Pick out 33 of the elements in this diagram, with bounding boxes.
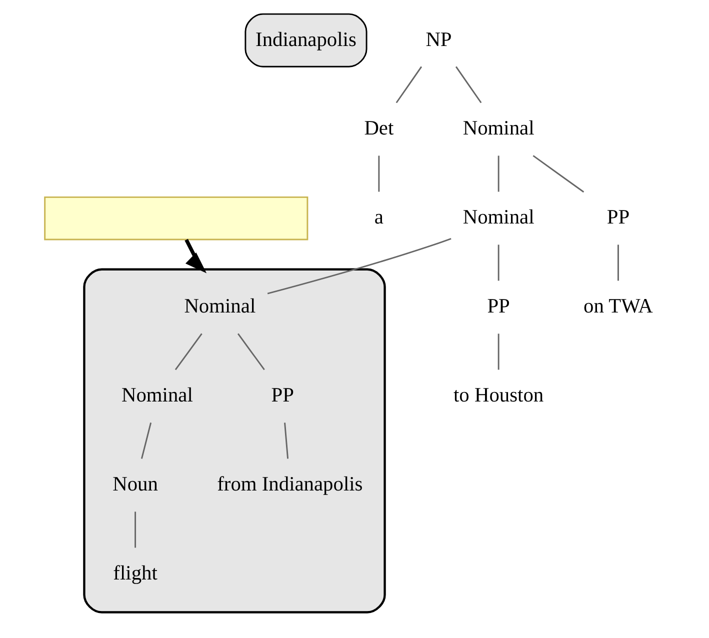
- node-text: Nominal: [184, 296, 256, 318]
- connector: [498, 156, 500, 192]
- cluster: [83, 268, 386, 614]
- node-text: flight: [113, 562, 158, 585]
- node-text: on TWA: [584, 296, 653, 318]
- node-text: from Indianapolis: [217, 474, 363, 496]
- connector: [532, 155, 584, 193]
- node-text: a: [374, 206, 384, 229]
- connector: [498, 334, 500, 370]
- node-box: Indianapolis: [244, 13, 368, 68]
- connector: [267, 238, 452, 294]
- node-box: [44, 196, 308, 240]
- node-text: PP: [487, 296, 510, 318]
- node-text: Nominal: [462, 118, 534, 140]
- node-text: Nominal: [462, 206, 534, 229]
- connector: [617, 244, 619, 281]
- node-text: Det: [364, 118, 394, 140]
- node-text: Nominal: [121, 384, 193, 407]
- connector: [174, 333, 202, 370]
- node-text: Noun: [112, 474, 158, 496]
- connector: [284, 422, 289, 459]
- connector: [455, 66, 482, 104]
- arrow: [184, 238, 207, 274]
- connector: [134, 512, 136, 548]
- connector: [140, 422, 152, 459]
- connector: [396, 66, 422, 104]
- node-text: NP: [426, 28, 452, 51]
- connector: [378, 156, 380, 192]
- connector: [498, 244, 500, 281]
- connector: [237, 333, 265, 370]
- node-text: to Houston: [454, 384, 544, 407]
- node-text: PP: [606, 206, 630, 229]
- node-text: PP: [271, 384, 294, 407]
